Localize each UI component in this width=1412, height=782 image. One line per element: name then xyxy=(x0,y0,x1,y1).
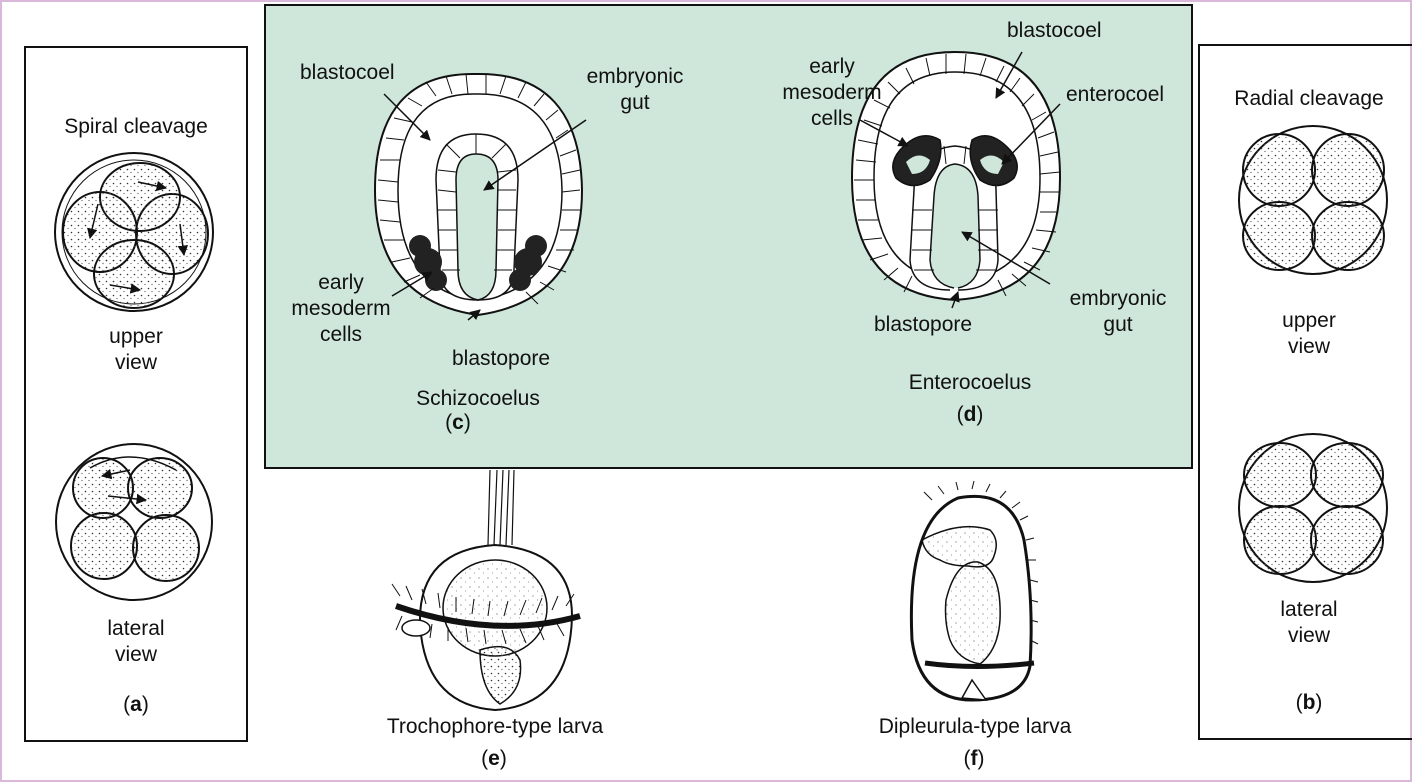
panel-b-lateral-view-label: lateral view xyxy=(1206,597,1412,649)
panel-a-letter: (a) xyxy=(34,692,238,718)
panel-c-blastocoel-label: blastocoel xyxy=(300,60,395,86)
panel-d-blastopore-label: blastopore xyxy=(874,312,972,338)
panel-b-letter-close: ) xyxy=(1315,691,1322,714)
panel-a-title: Spiral cleavage xyxy=(34,114,238,140)
panel-d-letter-text: d xyxy=(964,403,977,426)
panel-a-upper-view-label: upper view xyxy=(34,324,238,376)
panel-b-letter-open: ( xyxy=(1296,691,1303,714)
panel-b-letter: (b) xyxy=(1206,690,1412,716)
panel-d-letter-close: ) xyxy=(976,403,983,426)
panel-f-letter-close: ) xyxy=(978,747,985,770)
panel-b-upper-view-label: upper view xyxy=(1206,308,1412,360)
panel-c-caption: Schizocoelus xyxy=(388,386,568,412)
dipleurula-larva xyxy=(911,481,1038,700)
panel-a-lateral-view-label: lateral view xyxy=(34,616,238,668)
panel-c-early-mesoderm-label: early mesoderm cells xyxy=(276,270,406,348)
panel-d-blastocoel-label: blastocoel xyxy=(1007,18,1102,44)
radial-cleavage-upper-view xyxy=(1239,126,1387,274)
schizocoelus-embryo xyxy=(375,74,582,320)
panel-e-letter-text: e xyxy=(488,747,500,770)
panel-b-title: Radial cleavage xyxy=(1206,86,1412,112)
radial-cleavage-lateral-view xyxy=(1239,434,1387,582)
panel-b-letter-text: b xyxy=(1303,691,1316,714)
panel-e-caption: Trochophore-type larva xyxy=(360,714,630,740)
trochophore-larva xyxy=(392,470,580,710)
panel-c-embryonic-gut-label: embryonic gut xyxy=(560,64,710,116)
panel-a-letter-text: a xyxy=(130,693,142,716)
panel-c-letter: (c) xyxy=(428,410,488,436)
panel-f-letter-text: f xyxy=(971,747,978,770)
panel-d-enterocoel-label: enterocoel xyxy=(1066,82,1164,108)
panel-d-embryonic-gut-label: embryonic gut xyxy=(1046,286,1190,338)
spiral-cleavage-lateral-view xyxy=(56,444,212,600)
panel-f-caption: Dipleurula-type larva xyxy=(850,714,1100,740)
panel-c-blastopore-label: blastopore xyxy=(452,346,550,372)
panel-f-letter: (f) xyxy=(944,746,1004,772)
spiral-cleavage-upper-view xyxy=(55,153,213,311)
panel-e-letter-close: ) xyxy=(500,747,507,770)
panel-f-letter-open: ( xyxy=(964,747,971,770)
panel-e-letter: (e) xyxy=(464,746,524,772)
panel-d-letter: (d) xyxy=(940,402,1000,428)
panel-d-early-mesoderm-label: early mesoderm cells xyxy=(772,54,892,132)
panel-c-letter-close: ) xyxy=(464,411,471,434)
panel-d-letter-open: ( xyxy=(957,403,964,426)
panel-a-letter-close: ) xyxy=(142,693,149,716)
panel-d-caption: Enterocoelus xyxy=(880,370,1060,396)
panel-c-letter-text: c xyxy=(452,411,464,434)
